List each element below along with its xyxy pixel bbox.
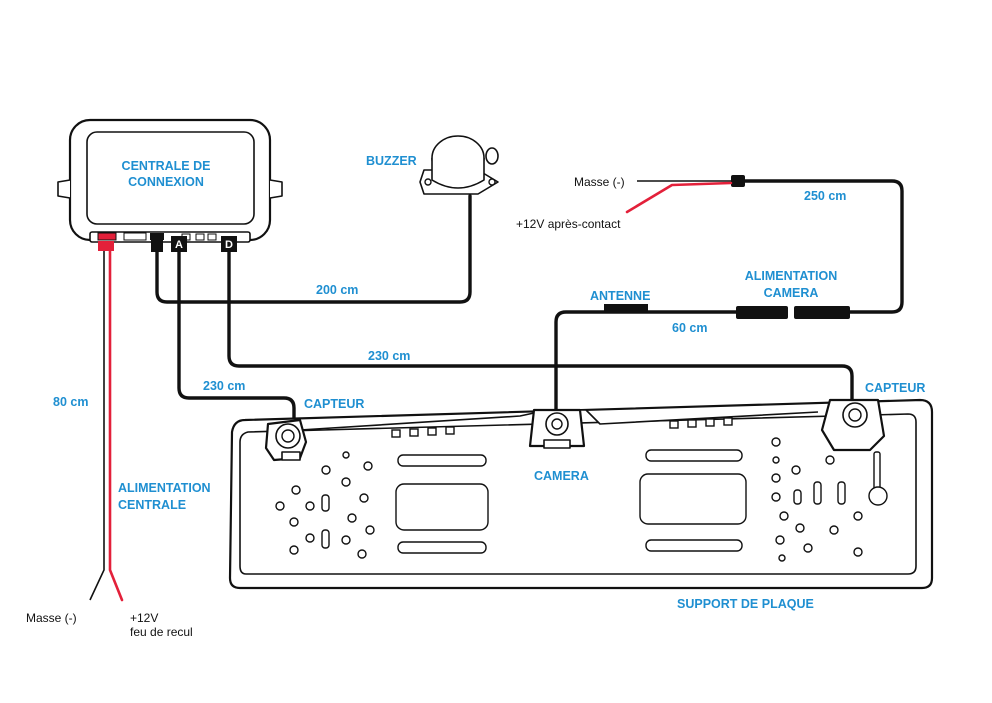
buzzer-wire [155, 194, 472, 304]
sensor-d-wire [227, 250, 854, 402]
alim-camera-label-line1: ALIMENTATION [745, 269, 838, 283]
port-connectors [98, 236, 237, 252]
camera-label: CAMERA [534, 469, 589, 483]
length-250-label: 250 cm [804, 189, 846, 203]
right-sensor-icon [820, 398, 886, 452]
central-power-black-wire [89, 251, 105, 601]
masse-bottom-label: Masse (-) [26, 611, 77, 625]
alim-centrale-label-line1: ALIMENTATION [118, 481, 211, 495]
capteur-left-label: CAPTEUR [304, 397, 364, 411]
alim-camera-label-line2: CAMERA [764, 286, 819, 300]
port-d-label: D [225, 239, 233, 251]
central-unit [57, 118, 283, 243]
plus12-top-label: +12V après-contact [516, 217, 621, 231]
length-230-top-label: 230 cm [368, 349, 410, 363]
length-230-left-label: 230 cm [203, 379, 245, 393]
length-60-label: 60 cm [672, 321, 707, 335]
centrale-label-line2: CONNEXION [128, 175, 204, 189]
antenna-icon [604, 304, 648, 311]
camera-power-wire [742, 179, 904, 314]
capteur-right-label: CAPTEUR [865, 381, 925, 395]
masse-top-label: Masse (-) [574, 175, 625, 189]
camera-power-connector-left [736, 306, 788, 319]
centrale-label-line1: CENTRALE DE [122, 159, 211, 173]
central-power-red-wire [108, 249, 124, 602]
power-plug-icon [731, 175, 745, 187]
port-a-label: A [175, 239, 183, 251]
plus12-bottom-label-line2: feu de recul [130, 625, 193, 639]
left-sensor-icon [264, 418, 308, 462]
length-80-label: 80 cm [53, 395, 88, 409]
camera-wire [554, 310, 738, 412]
support-plaque-label: SUPPORT DE PLAQUE [677, 597, 814, 611]
plus12-top-wire [625, 181, 733, 214]
buzzer-label: BUZZER [366, 154, 417, 168]
alim-centrale-label-line2: CENTRALE [118, 498, 186, 512]
camera-power-connector-right [794, 306, 850, 319]
plus12-bottom-label-line1: +12V [130, 611, 158, 625]
camera-icon [528, 408, 586, 449]
sensor-a-wire [177, 250, 296, 424]
antenne-label: ANTENNE [590, 289, 650, 303]
length-200-label: 200 cm [316, 283, 358, 297]
buzzer-icon [419, 135, 499, 195]
